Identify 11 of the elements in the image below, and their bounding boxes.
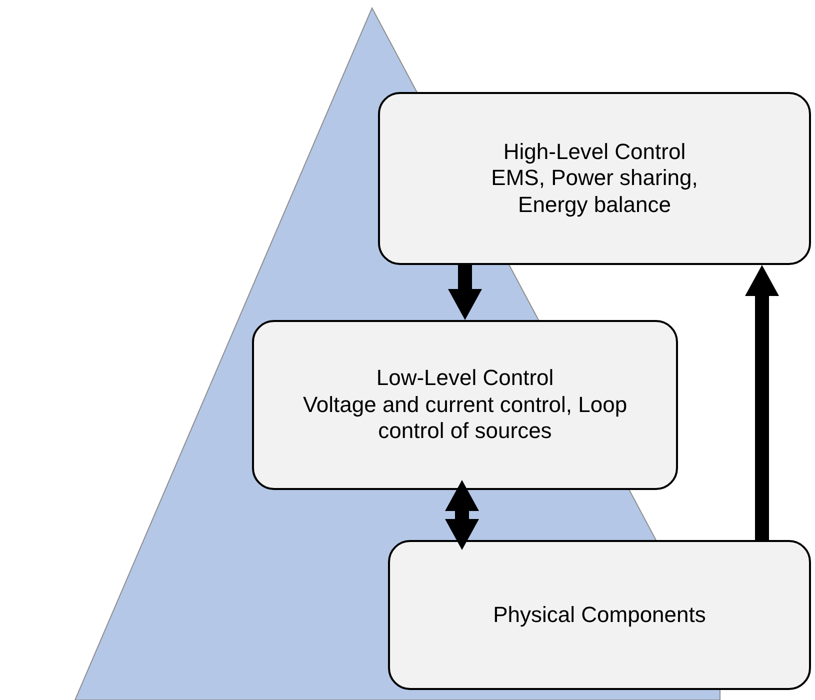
- process-box: [388, 540, 811, 690]
- box-title: Low-Level Control: [376, 365, 554, 392]
- arrow: [445, 480, 479, 550]
- process-box: [252, 320, 678, 490]
- box-title: Physical Components: [493, 602, 706, 628]
- arrow: [448, 265, 482, 320]
- arrow: [745, 265, 779, 540]
- process-box: [378, 92, 811, 265]
- box-title: High-Level Control: [503, 138, 686, 166]
- box-text: Voltage and current control, Loop control of sources: [302, 392, 628, 445]
- box-text: EMS, Power sharing, Energy balance: [490, 165, 699, 218]
